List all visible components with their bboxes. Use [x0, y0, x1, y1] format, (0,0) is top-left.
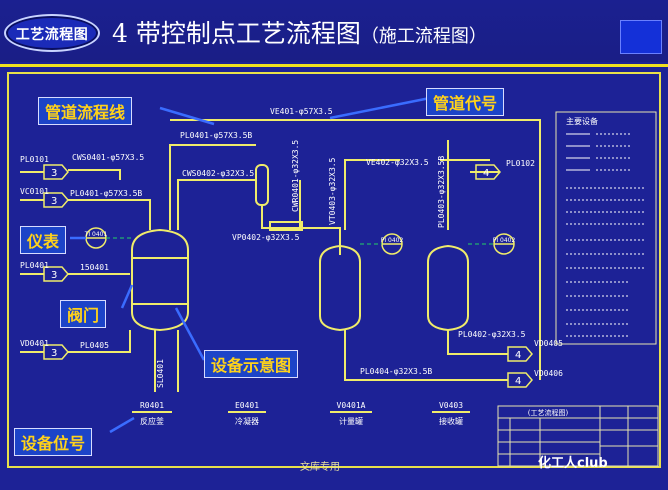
arrow-box-5 [43, 344, 69, 360]
arrow-box-6 [507, 346, 533, 362]
inlet-pl0101: PL0101 [20, 155, 49, 164]
arrow-box-7 [507, 372, 533, 388]
line-label-vc: PL0401-φ57X3.5B [70, 189, 142, 198]
instrument-pi2-text: PI 0402 [493, 237, 516, 244]
drawing-frame [7, 72, 661, 468]
legend-title: 主要设备 [566, 116, 598, 126]
inlet-pl0401: PL0401 [20, 261, 49, 270]
slide-title-sub: （施工流程图） [360, 26, 487, 47]
line-label-ve402: VE402-φ32X3.5 [366, 158, 429, 167]
line-label-pl0401: PL0401-φ57X3.5B [180, 131, 252, 140]
callout-equipment: 设备示意图 [204, 350, 299, 378]
arrow-num-7: 4 [515, 376, 521, 387]
arrow-box-4 [475, 164, 501, 180]
valve-body [269, 221, 303, 231]
line-label-vt0403: VT0403-φ32X3.5 [328, 157, 337, 225]
title-block-text: (工艺流程图) [528, 408, 569, 417]
inlet-pl0102: PL0102 [506, 159, 535, 168]
tag-e0401-name: 冷凝器 [235, 416, 259, 426]
inlet-vd0405: VD0405 [534, 339, 563, 348]
arrow-box-3 [43, 266, 69, 282]
tag-v0401a: V0401A [337, 401, 366, 410]
callout-equip-tag: 设备位号 [14, 428, 93, 456]
instrument-pi1-text: PI 0402 [381, 237, 404, 244]
line-label-pl0405: PL0405 [80, 341, 109, 350]
callout-instrument: 仪表 [20, 226, 67, 254]
arrow-num-1: 3 [51, 168, 57, 179]
inlet-vd0401: VD0401 [20, 339, 49, 348]
arrow-num-3: 3 [51, 270, 57, 281]
inlet-vc0101: VC0101 [20, 187, 49, 196]
metering-tank [319, 244, 361, 332]
header-divider [0, 64, 668, 67]
line-label-vp0402: VP0402-φ32X3.5 [232, 233, 300, 242]
vessels [131, 164, 469, 332]
arrow-box-2 [43, 192, 69, 208]
arrow-num-5: 3 [51, 348, 57, 359]
inlet-vd0406: VD0406 [534, 369, 563, 378]
arrow-box-1 [43, 164, 69, 180]
section-badge-label: 工艺流程图 [15, 27, 89, 43]
line-label-cws: CWS0401-φ57X3.5 [72, 153, 144, 162]
arrow-boxes [43, 164, 533, 388]
arrow-num-4: 4 [483, 168, 489, 179]
tag-r0401-name: 反应釜 [140, 416, 164, 426]
footer-text: 文库专用 [300, 462, 340, 473]
watermark-text: 化工人club [538, 456, 608, 471]
tag-v0401a-name: 计量罐 [339, 416, 363, 426]
line-label-sl0401: SL0401 [156, 359, 165, 388]
line-label-top: VE401-φ57X3.5 [270, 107, 333, 116]
callout-valve: 阀门 [60, 300, 107, 328]
tag-e0401: E0401 [235, 401, 259, 410]
receiver-tank [427, 244, 469, 332]
line-label-cws0402: CWS0402-φ32X3.5 [182, 169, 254, 178]
slide-title-main: 4 带控制点工艺流程图 [112, 19, 361, 48]
tag-v0403-name: 接收罐 [439, 416, 463, 426]
header-bar [0, 0, 668, 62]
title-block [497, 405, 659, 467]
section-badge: 工艺流程图 [4, 14, 100, 52]
callout-pointers [70, 96, 431, 434]
line-label-pl0404: PL0404-φ32X3.5B [360, 367, 432, 376]
reactor-vessel [131, 228, 189, 332]
slide-title: 4 带控制点工艺流程图（施工流程图） [112, 14, 487, 50]
legend [555, 111, 657, 345]
legend-symbols [566, 133, 646, 337]
tag-v0403: V0403 [439, 401, 463, 410]
instrument-ti-text: TI 0401 [84, 231, 108, 238]
nav-square-button[interactable] [620, 20, 662, 54]
line-label-ra401: 150401 [80, 263, 109, 272]
line-label-pl0403: PL0403-φ32X3.5B [437, 156, 446, 228]
line-label-pl0402: PL0402-φ32X3.5 [458, 330, 526, 339]
callout-pipe-line: 管道流程线 [38, 97, 133, 125]
pipe-lines [20, 119, 541, 413]
arrow-num-6: 4 [515, 350, 521, 361]
line-label-cwr: CWR0401-φ32X3.5 [291, 140, 300, 212]
tag-r0401: R0401 [140, 401, 164, 410]
callout-pipe-code: 管道代号 [426, 88, 505, 116]
signal-lines [106, 237, 494, 245]
arrow-num-2: 3 [51, 196, 57, 207]
condenser [255, 164, 269, 206]
